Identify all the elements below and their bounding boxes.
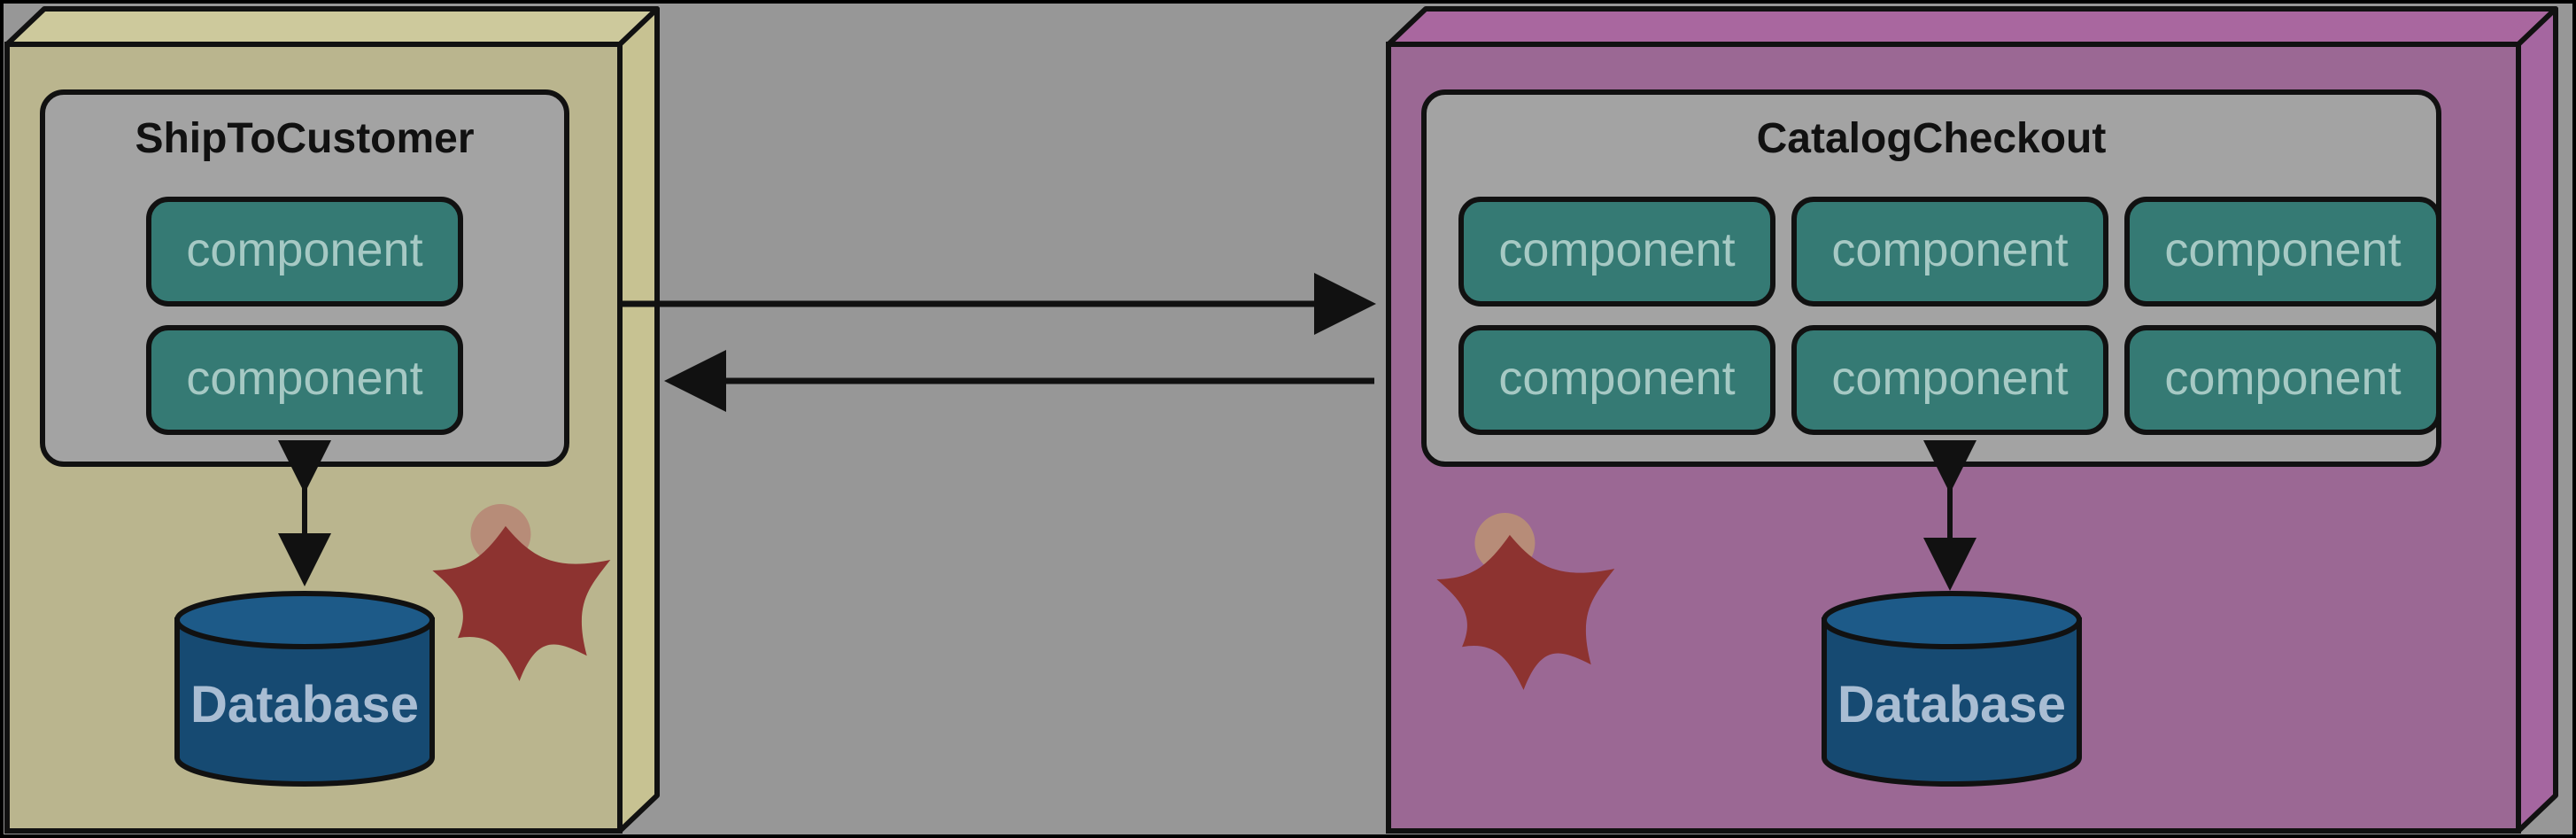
starfish-icon	[1436, 513, 1615, 690]
component-box: component	[1458, 325, 1775, 435]
service-title: ShipToCustomer	[135, 115, 474, 162]
component-box: component	[2124, 197, 2441, 306]
component-label: component	[1831, 352, 2068, 405]
box-side-face	[617, 6, 660, 834]
component-box: component	[1458, 197, 1775, 306]
component-box: component	[1791, 197, 2108, 306]
component-label: component	[1831, 223, 2068, 276]
database-cylinder: Database	[1822, 591, 2082, 787]
component-label: component	[2164, 223, 2401, 276]
component-label: component	[2164, 352, 2401, 405]
service-box-shiptocustomer: ShipToCustomer component component Datab…	[4, 6, 660, 834]
component-label: component	[1498, 223, 1735, 276]
component-box: component	[2124, 325, 2441, 435]
component-box: component	[146, 325, 463, 435]
starfish-icon	[432, 504, 611, 681]
component-box: component	[146, 197, 463, 306]
component-box: component	[1791, 325, 2108, 435]
database-cylinder: Database	[174, 591, 435, 787]
component-label: component	[186, 223, 422, 276]
box-top-face	[1386, 6, 2558, 47]
component-label: component	[186, 352, 422, 405]
service-title: CatalogCheckout	[1757, 115, 2107, 162]
box-top-face	[4, 6, 660, 47]
service-box-catalogcheckout: CatalogCheckout component component comp…	[1386, 6, 2558, 834]
component-label: component	[1498, 352, 1735, 405]
database-label: Database	[190, 676, 419, 733]
box-side-face	[2516, 6, 2558, 834]
database-label: Database	[1837, 676, 2066, 733]
